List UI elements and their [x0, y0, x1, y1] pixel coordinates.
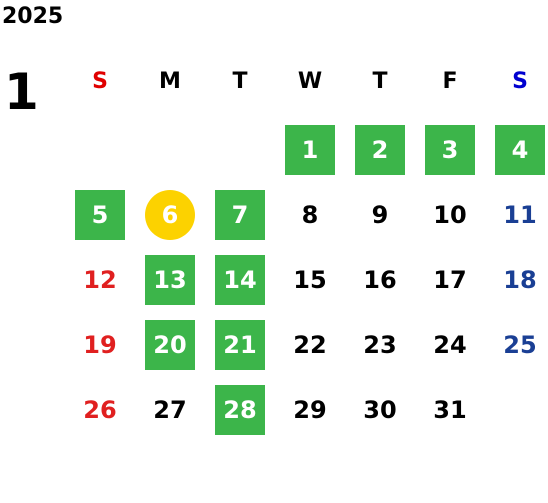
- day-number: 8: [301, 201, 319, 229]
- day-cell[interactable]: 3: [415, 120, 485, 180]
- highlight-marker: [145, 320, 195, 370]
- day-number: 18: [503, 266, 537, 294]
- day-cell[interactable]: 24: [415, 315, 485, 375]
- day-cell[interactable]: 4: [485, 120, 548, 180]
- day-number: 19: [83, 331, 117, 359]
- day-cell[interactable]: 8: [275, 185, 345, 245]
- day-cell[interactable]: 6: [135, 185, 205, 245]
- day-number: 11: [503, 201, 537, 229]
- highlight-marker: [145, 255, 195, 305]
- day-cell[interactable]: 27: [135, 380, 205, 440]
- day-number: 12: [83, 266, 117, 294]
- day-cell[interactable]: 20: [135, 315, 205, 375]
- highlight-marker: [75, 190, 125, 240]
- day-number: 21: [223, 331, 257, 359]
- day-cell[interactable]: 5: [65, 185, 135, 245]
- weekday-header-tue: T: [232, 69, 248, 94]
- day-number: 29: [293, 396, 327, 424]
- day-number: 17: [433, 266, 467, 294]
- weekday-header-mon: M: [159, 69, 181, 94]
- day-number: 23: [363, 331, 397, 359]
- day-cell[interactable]: 22: [275, 315, 345, 375]
- day-number: 30: [363, 396, 397, 424]
- day-cell[interactable]: 14: [205, 250, 275, 310]
- day-number: 3: [441, 136, 459, 164]
- highlight-marker: [215, 385, 265, 435]
- weekday-header-thu: T: [372, 69, 388, 94]
- today-marker: [145, 190, 195, 240]
- day-cell[interactable]: 19: [65, 315, 135, 375]
- day-number: 16: [363, 266, 397, 294]
- weekday-header-wed: W: [297, 69, 323, 94]
- day-cell[interactable]: 17: [415, 250, 485, 310]
- weekday-header-fri: F: [442, 69, 458, 94]
- highlight-marker: [215, 320, 265, 370]
- day-number: 2: [371, 136, 389, 164]
- day-cell[interactable]: 2: [345, 120, 415, 180]
- weekday-header-sat: S: [512, 69, 528, 94]
- day-number: 1: [301, 136, 319, 164]
- day-cell[interactable]: 15: [275, 250, 345, 310]
- day-number: 25: [503, 331, 537, 359]
- highlight-marker: [285, 125, 335, 175]
- day-cell[interactable]: 31: [415, 380, 485, 440]
- day-number: 9: [371, 201, 389, 229]
- day-number: 6: [161, 201, 179, 229]
- day-cell[interactable]: 13: [135, 250, 205, 310]
- day-number: 14: [223, 266, 257, 294]
- day-cell[interactable]: 16: [345, 250, 415, 310]
- highlight-marker: [495, 125, 545, 175]
- day-cell[interactable]: 25: [485, 315, 548, 375]
- day-cell[interactable]: 23: [345, 315, 415, 375]
- day-number: 5: [91, 201, 109, 229]
- day-cell[interactable]: 9: [345, 185, 415, 245]
- day-cell[interactable]: 1: [275, 120, 345, 180]
- year-label: 2025: [2, 4, 64, 29]
- day-number: 31: [433, 396, 467, 424]
- day-number: 27: [153, 396, 187, 424]
- day-cell[interactable]: 30: [345, 380, 415, 440]
- day-cell[interactable]: 7: [205, 185, 275, 245]
- day-number: 22: [293, 331, 327, 359]
- day-cell[interactable]: 21: [205, 315, 275, 375]
- day-cell[interactable]: 11: [485, 185, 548, 245]
- highlight-marker: [355, 125, 405, 175]
- day-number: 10: [433, 201, 467, 229]
- day-number: 20: [153, 331, 187, 359]
- day-number: 26: [83, 396, 117, 424]
- day-cell[interactable]: 28: [205, 380, 275, 440]
- day-number: 4: [511, 136, 529, 164]
- highlight-marker: [425, 125, 475, 175]
- day-cell[interactable]: 26: [65, 380, 135, 440]
- day-cell[interactable]: 18: [485, 250, 548, 310]
- day-cell[interactable]: 12: [65, 250, 135, 310]
- day-cell[interactable]: 10: [415, 185, 485, 245]
- day-cell[interactable]: 29: [275, 380, 345, 440]
- weekday-header-sun: S: [92, 69, 108, 94]
- day-number: 15: [293, 266, 327, 294]
- highlight-marker: [215, 255, 265, 305]
- day-number: 7: [231, 201, 249, 229]
- day-number: 13: [153, 266, 187, 294]
- highlight-marker: [215, 190, 265, 240]
- month-number: 1: [4, 63, 39, 121]
- day-number: 24: [433, 331, 467, 359]
- day-number: 28: [223, 396, 257, 424]
